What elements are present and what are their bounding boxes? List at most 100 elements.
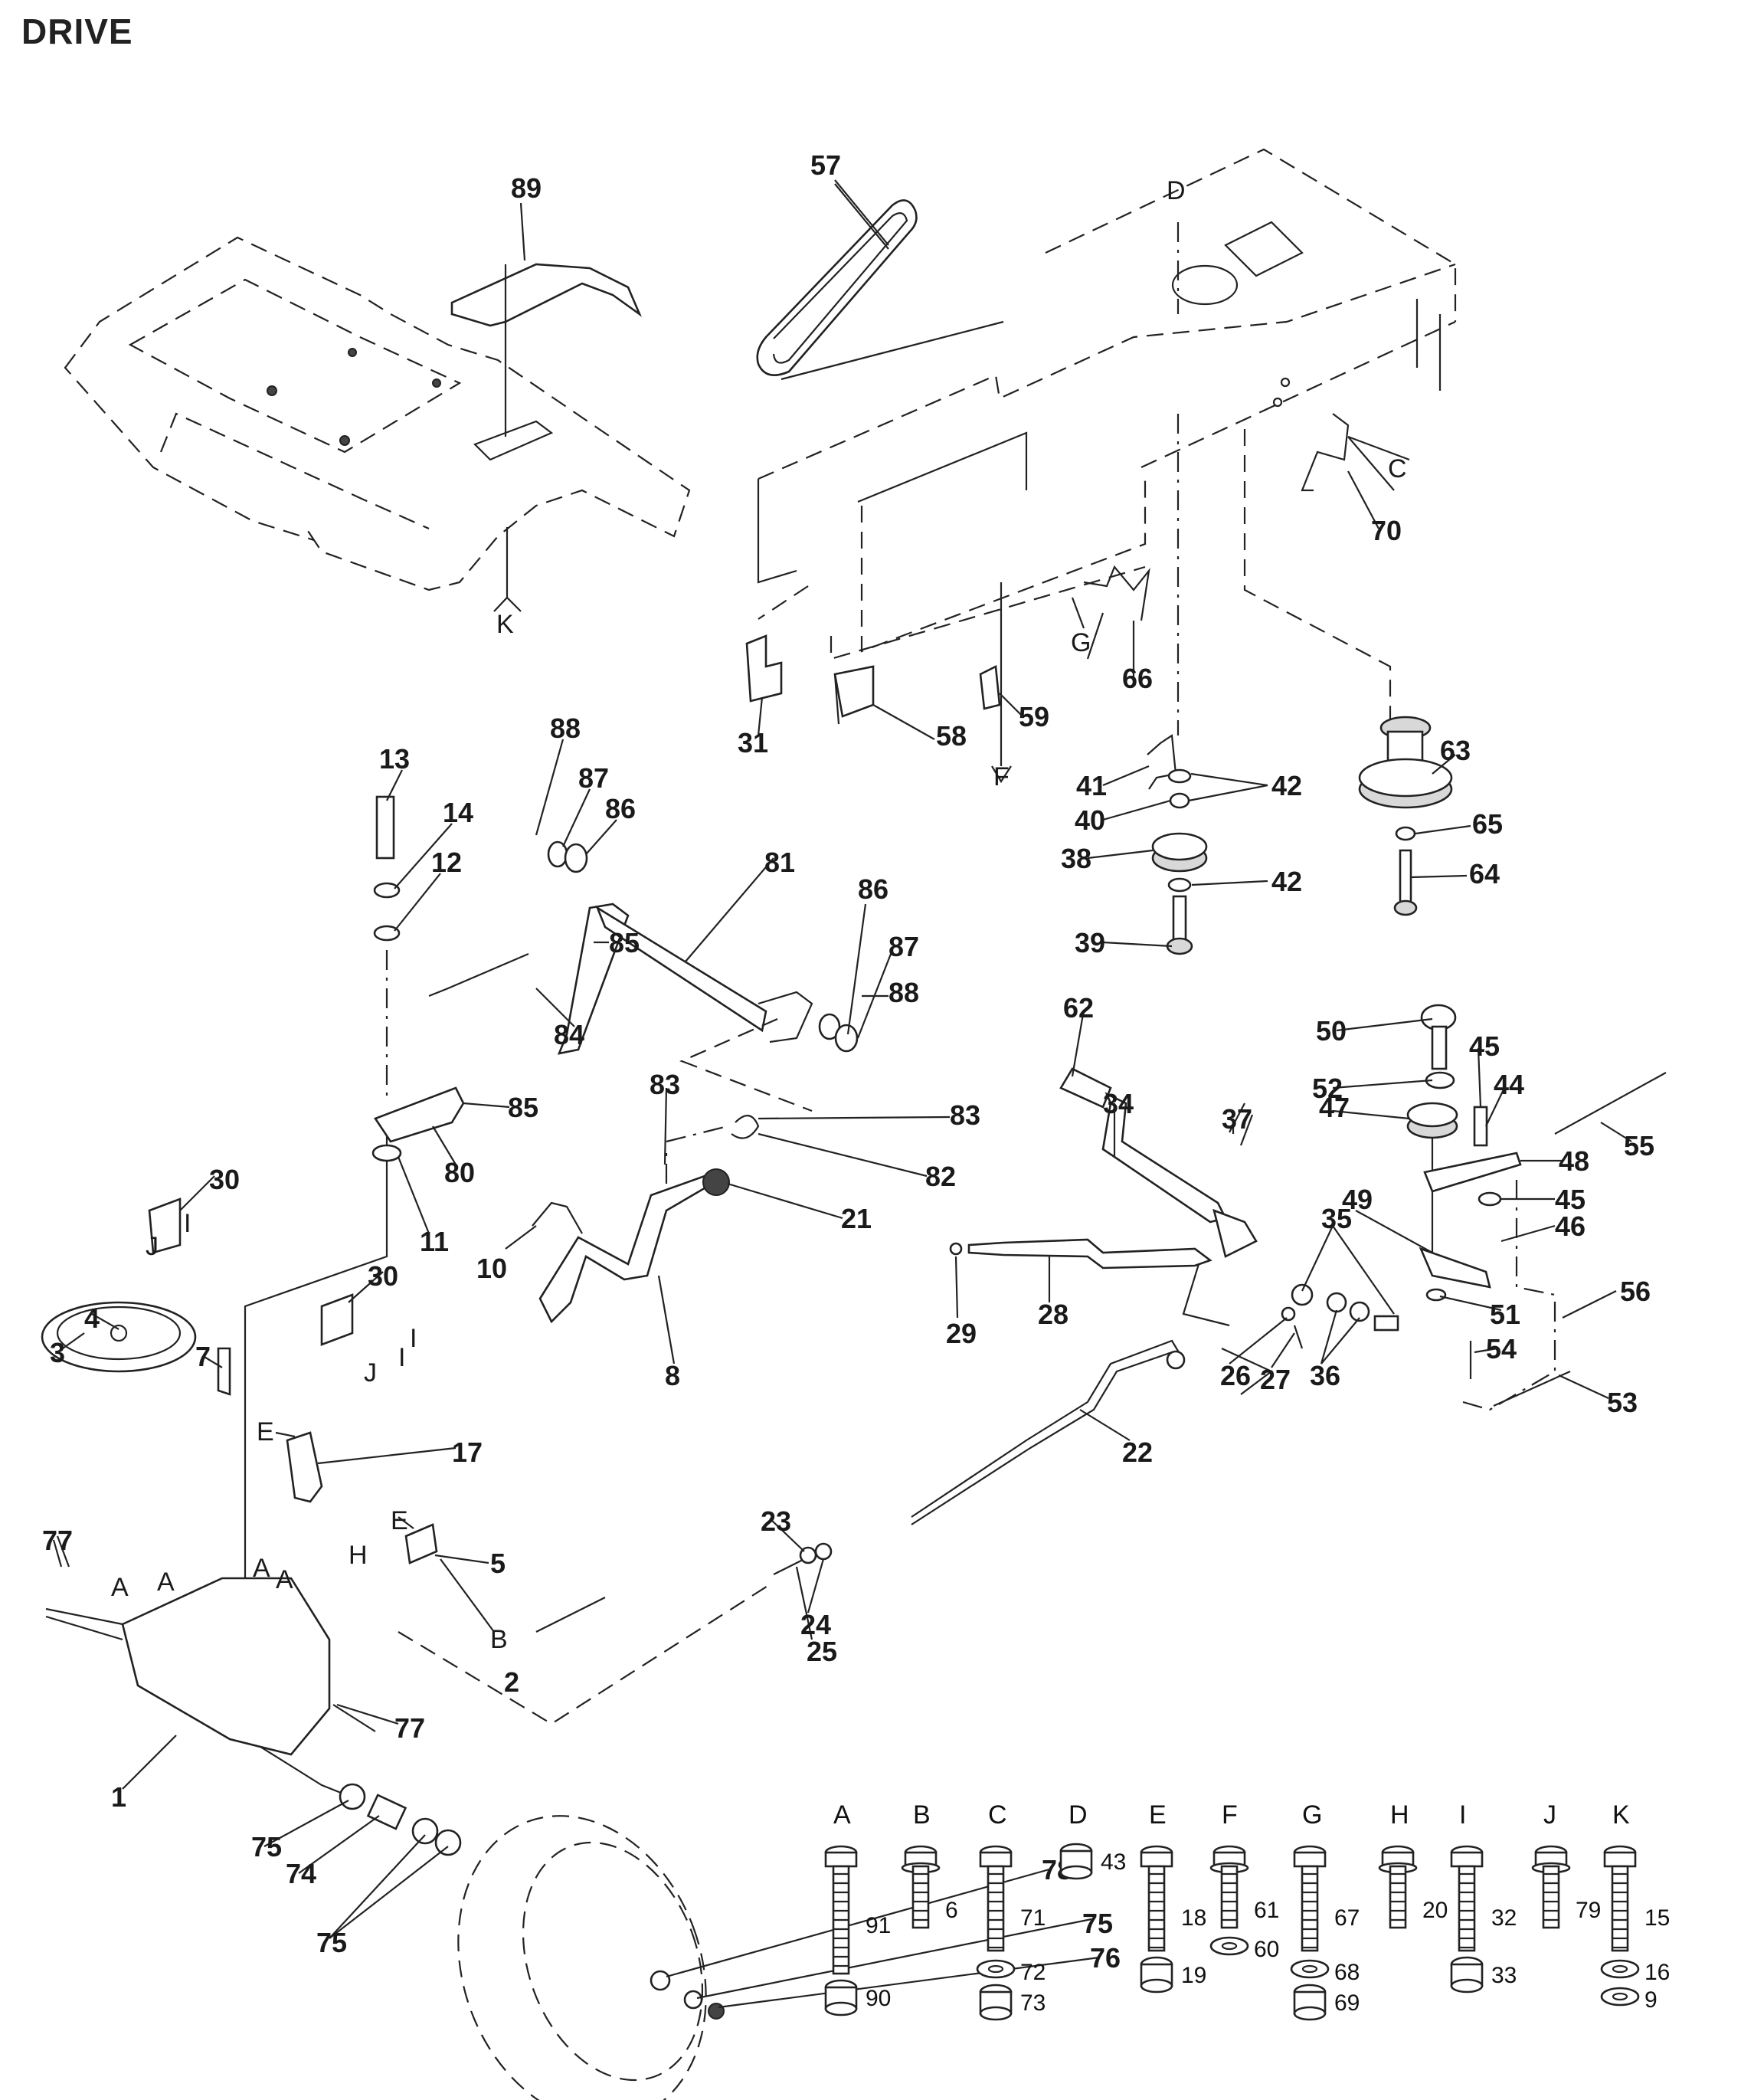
leader-line [769, 1518, 805, 1552]
legend-letter: E [1149, 1800, 1167, 1830]
leader-line [1087, 849, 1154, 860]
callout-42: 42 [1271, 866, 1303, 897]
leader-line [1229, 1317, 1288, 1365]
legend-part-number: 16 [1644, 1960, 1671, 1985]
leader-line [394, 873, 441, 932]
callout-28: 28 [1038, 1299, 1069, 1330]
leader-line [263, 1800, 349, 1847]
callout-75: 75 [1082, 1908, 1114, 1939]
callout-e: E [391, 1506, 408, 1535]
legend-letter: D [1068, 1800, 1088, 1830]
leader-line [91, 1313, 119, 1330]
callout-88: 88 [888, 977, 920, 1008]
nut-icon [1059, 1865, 1093, 1880]
leader-line [434, 1554, 489, 1564]
callout-j: J [364, 1358, 377, 1387]
callout-81: 81 [764, 847, 796, 878]
callout-24: 24 [800, 1609, 832, 1640]
leader-line [1332, 1225, 1395, 1315]
part-59-shape [979, 664, 1001, 710]
callout-83: 83 [650, 1069, 681, 1100]
leader-line [1500, 1224, 1556, 1243]
callout-g: G [1071, 628, 1091, 657]
callout-j: J [146, 1232, 159, 1261]
leader-line [696, 1918, 1092, 2000]
callout-46: 46 [1555, 1211, 1586, 1242]
page-title: DRIVE [21, 11, 133, 51]
leader-line [1079, 1409, 1131, 1441]
washer-icon [976, 1959, 1016, 1979]
nut-icon [824, 2001, 858, 2016]
legend-part-number: 32 [1491, 1905, 1517, 1931]
callout-55: 55 [1624, 1130, 1655, 1161]
callout-8: 8 [665, 1360, 681, 1391]
leader-line [1190, 772, 1268, 787]
leader-line [657, 1275, 676, 1365]
callout-35: 35 [1321, 1203, 1353, 1234]
callout-a: A [111, 1573, 129, 1602]
callout-49: 49 [1342, 1184, 1373, 1215]
leader-line [795, 1566, 813, 1640]
callout-87: 87 [578, 762, 610, 794]
leader-line [1336, 1017, 1433, 1032]
stack-47-52-shape [1406, 1004, 1522, 1302]
legend-part-number: 6 [945, 1897, 958, 1923]
leader-line [758, 1132, 928, 1178]
bolt-head-icon [1293, 1851, 1327, 1868]
callout-29: 29 [946, 1318, 977, 1349]
callout-48: 48 [1559, 1145, 1590, 1177]
callout-17: 17 [452, 1437, 483, 1468]
callout-54: 54 [1486, 1333, 1517, 1365]
leader-line [666, 1868, 1050, 1978]
bolt-shank-icon [1220, 1865, 1239, 1929]
callout-31: 31 [738, 727, 769, 758]
leader-line [1102, 941, 1173, 948]
stack-12-14-shape [371, 795, 402, 1218]
leader-line [1600, 1122, 1632, 1142]
callout-86: 86 [858, 873, 889, 905]
callout-82: 82 [925, 1161, 957, 1192]
callout-13: 13 [379, 743, 411, 775]
hardware-legend-drawings [824, 1843, 1640, 2021]
leader-line [872, 704, 935, 740]
callout-86: 86 [605, 793, 637, 824]
leader-line [856, 949, 894, 1039]
leader-line [348, 1271, 384, 1303]
leader-line [1301, 1225, 1334, 1292]
legend-part-number: 18 [1181, 1905, 1207, 1931]
leader-line [1415, 824, 1471, 835]
legend-letter: B [913, 1800, 931, 1830]
legend-part-number: 69 [1334, 1990, 1360, 2016]
callout-37: 37 [1222, 1103, 1253, 1135]
callout-30: 30 [209, 1164, 241, 1195]
legend-part-number: 72 [1020, 1960, 1046, 1985]
callout-i: I [184, 1209, 191, 1238]
nut-icon [1450, 1978, 1484, 1994]
leader-line [505, 1225, 537, 1250]
callout-58: 58 [936, 720, 967, 752]
legend-part-number: 73 [1020, 1990, 1046, 2016]
callout-i: I [398, 1343, 406, 1372]
callout-40: 40 [1075, 804, 1106, 836]
hood-outline [64, 236, 691, 591]
leader-line [1355, 1210, 1433, 1253]
callout-56: 56 [1620, 1276, 1651, 1307]
leader-line [398, 1516, 414, 1529]
bolt-shank-icon [1542, 1865, 1560, 1929]
callout-39: 39 [1075, 927, 1106, 958]
callout-27: 27 [1260, 1364, 1291, 1395]
callout-85: 85 [609, 927, 640, 958]
legend-part-number: 60 [1254, 1937, 1280, 1962]
callout-45: 45 [1469, 1030, 1500, 1062]
callout-45: 45 [1555, 1184, 1586, 1215]
legend-part-number: 67 [1334, 1905, 1360, 1931]
callout-12: 12 [431, 847, 463, 878]
leader-line [1347, 436, 1395, 491]
legend-letter: F [1222, 1800, 1238, 1830]
callout-7: 7 [195, 1341, 211, 1372]
leader-line [1477, 1047, 1482, 1108]
legend-part-number: 79 [1576, 1897, 1602, 1923]
leader-line [1086, 612, 1104, 660]
